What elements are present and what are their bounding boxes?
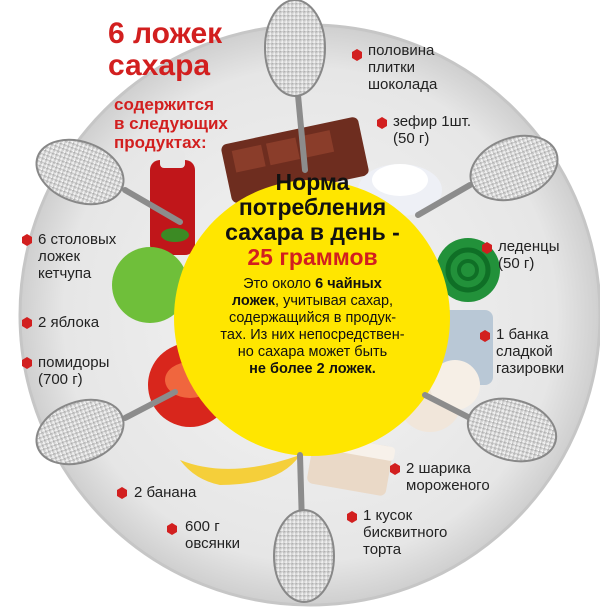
bullet-markers <box>22 49 492 535</box>
center-text-line-4: тах. Из них непосредствен- <box>220 327 405 343</box>
center-text-line-1: Это около 6 чайных <box>190 276 435 293</box>
spoon-bottom-left <box>35 389 178 466</box>
item-bananas: 2 банана <box>134 484 196 501</box>
center-text-1b: 6 чайных <box>315 276 382 292</box>
bullet-2 <box>377 117 387 129</box>
item-tomatoes-line-1: помидоры <box>38 354 110 371</box>
center-heading-3: сахара в день - <box>225 219 400 245</box>
item-chocolate-line-1: половина <box>368 42 435 59</box>
center-yellow-circle <box>174 180 450 456</box>
item-ketchup-line-2: ложек <box>38 248 81 265</box>
title-line-2: сахара <box>108 49 211 82</box>
item-cake-line-3: торта <box>363 541 402 558</box>
item-marshmallow-line-1: зефир 1шт. <box>393 113 472 130</box>
item-lollipops-line-1: леденцы <box>498 238 560 255</box>
item-oatmeal-line-2: овсянки <box>185 535 240 552</box>
item-chocolate-line-2: плитки <box>368 59 416 76</box>
item-marshmallow: зефир 1шт. (50 г) <box>393 113 471 147</box>
spoon-right <box>422 392 558 463</box>
center-text-block: Норма потребления сахара в день - 25 гра… <box>190 170 435 470</box>
center-text-line-5: но сахара может быть <box>237 344 388 360</box>
title: 6 ложек сахара <box>108 18 222 82</box>
item-tomatoes-line-2: (700 г) <box>38 371 83 388</box>
item-oatmeal-line-1: 600 г <box>185 518 220 535</box>
center-text-2b: , учитывая сахар, <box>275 293 394 309</box>
center-text-line-2: ложек, учитывая сахар, <box>190 293 435 310</box>
bullet-8 <box>117 487 127 499</box>
bullet-7 <box>167 523 177 535</box>
bullet-6 <box>347 511 357 523</box>
bullet-3 <box>482 242 492 254</box>
title-line-1: 6 ложек <box>108 17 223 50</box>
item-ice-cream-line-2: мороженого <box>406 477 490 494</box>
center-text-line-3: содержащийся в продук- <box>228 310 397 326</box>
item-cake-line-2: бисквитного <box>363 524 448 541</box>
center-description: Это около 6 чайных ложек, учитывая сахар… <box>190 276 435 378</box>
item-soda-line-2: сладкой <box>496 343 553 360</box>
item-chocolate-line-3: шоколада <box>368 76 438 93</box>
center-heading-1: Норма <box>275 169 350 195</box>
bullet-11 <box>22 234 32 246</box>
item-ice-cream-line-1: 2 шарика <box>406 460 471 477</box>
item-soda: 1 банка сладкой газировки <box>496 326 564 377</box>
item-bananas-line-1: 2 банана <box>134 484 197 501</box>
bullet-9 <box>22 357 32 369</box>
item-oatmeal: 600 г овсянки <box>185 518 240 552</box>
apple-image <box>112 228 189 323</box>
banana-image <box>180 455 300 485</box>
item-ketchup-line-3: кетчупа <box>38 265 92 282</box>
spoon-bottom <box>273 452 335 603</box>
subtitle-line-3: продуктах: <box>114 133 207 152</box>
item-tomatoes: помидоры (700 г) <box>38 354 109 388</box>
subtitle: содержится в следующих продуктах: <box>114 95 228 152</box>
item-soda-line-3: газировки <box>496 360 565 377</box>
item-ketchup: 6 столовых ложек кетчупа <box>38 231 116 282</box>
spoon-top-left <box>35 138 183 225</box>
bullet-10 <box>22 317 32 329</box>
bullet-1 <box>352 49 362 61</box>
item-ice-cream: 2 шарика мороженого <box>406 460 490 494</box>
center-text-1a: Это около <box>243 276 316 292</box>
item-apples: 2 яблока <box>38 314 99 331</box>
center-text-line-6: не более 2 ложек. <box>190 361 435 378</box>
subtitle-line-1: содержится <box>114 95 214 114</box>
item-lollipops: леденцы (50 г) <box>498 238 560 272</box>
item-marshmallow-line-2: (50 г) <box>393 130 430 147</box>
center-heading-2: потребления <box>238 194 387 220</box>
item-cake: 1 кусок бисквитного торта <box>363 507 447 558</box>
center-text-6: не более 2 ложек. <box>249 361 376 377</box>
item-cake-line-1: 1 кусок <box>363 507 413 524</box>
spoon-top <box>264 0 326 173</box>
center-heading-amount: 25 граммов <box>247 244 378 270</box>
chocolate-image <box>221 117 369 203</box>
subtitle-line-2: в следующих <box>114 114 228 133</box>
item-chocolate: половина плитки шоколада <box>368 42 437 93</box>
center-text-2a: ложек <box>231 293 276 309</box>
bullet-4 <box>480 330 490 342</box>
lollipop-image <box>436 238 500 302</box>
bullet-5 <box>390 463 400 475</box>
item-soda-line-1: 1 банка <box>496 326 549 343</box>
spoon-top-right <box>415 134 559 218</box>
item-lollipops-line-2: (50 г) <box>498 255 535 272</box>
item-apples-line-1: 2 яблока <box>38 314 100 331</box>
item-ketchup-line-1: 6 столовых <box>38 231 117 248</box>
